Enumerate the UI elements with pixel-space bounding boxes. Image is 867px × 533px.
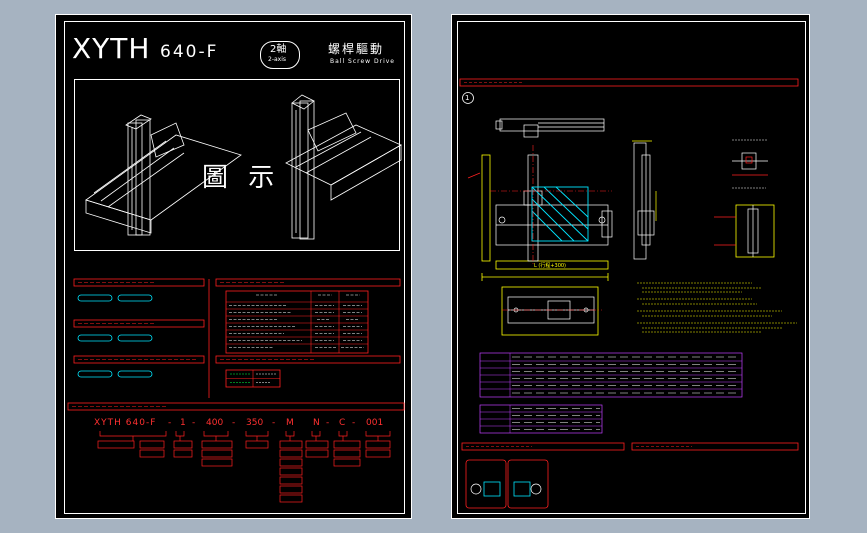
spec-table — [225, 290, 369, 354]
option-indicators — [77, 294, 153, 378]
order-code-sep-4: - — [272, 418, 276, 428]
order-code-model: XYTH 640-F — [94, 418, 157, 428]
order-code-stroke-y: 350 — [246, 418, 264, 428]
carriage-highlight — [531, 186, 589, 242]
axis-badge: 2軸 2-axis — [260, 41, 300, 69]
order-code-sep-5: - — [326, 418, 330, 428]
isometric-actuator-left — [85, 114, 242, 236]
view-number: 1 — [465, 94, 470, 102]
section-header-text-strokes — [72, 282, 316, 407]
order-code-sep-6: - — [352, 418, 356, 428]
product-title: XYTH — [72, 32, 151, 65]
front-view-outline — [481, 154, 609, 281]
section-headers — [67, 278, 405, 411]
order-code-brackets — [97, 431, 391, 503]
order-code-c: C — [339, 418, 346, 428]
notes — [637, 282, 797, 333]
order-code-sep-3: - — [232, 418, 236, 428]
isometric-actuator-right — [285, 94, 402, 240]
detail-view-top — [732, 152, 768, 170]
program-table — [225, 369, 281, 388]
drive-type-en: Ball Screw Drive — [330, 58, 395, 65]
dimension-header — [459, 78, 799, 87]
top-view — [495, 118, 605, 138]
stroke-dimension-table — [479, 352, 743, 434]
right-drawing-sheet: 1 L (行程+300) — [451, 14, 810, 519]
plan-view-outline — [501, 286, 599, 336]
order-code-stroke-x: 400 — [206, 418, 224, 428]
figure-label: 圖 示 — [202, 163, 281, 193]
right-sheet-frame — [457, 21, 806, 514]
order-code-sep-2: - — [192, 418, 196, 428]
order-code-sep-1: - — [168, 418, 172, 428]
view-number-circle — [462, 92, 474, 104]
detail-view-section — [735, 204, 775, 258]
product-model: 640-F — [160, 42, 219, 62]
order-code-motor: M — [286, 418, 294, 428]
bottom-section-headers — [461, 442, 799, 451]
drive-type-cn: 螺桿驅動 — [328, 42, 385, 56]
right-sheet-linework — [459, 78, 799, 509]
left-drawing-sheet: XYTH 640-F 2軸 2-axis 螺桿驅動 Ball Screw Dri… — [55, 14, 412, 519]
total-length-dimension: L (行程+300) — [534, 263, 567, 269]
order-code-axis: 1 — [180, 418, 186, 428]
isometric-figure-box — [74, 79, 400, 251]
accessory-boxes — [465, 459, 549, 509]
side-view — [633, 142, 655, 260]
left-sheet-linework — [67, 94, 405, 503]
front-view-centerlines — [490, 145, 612, 265]
order-code-n: N — [313, 418, 320, 428]
left-sheet-frame — [64, 21, 405, 514]
order-code-option: 001 — [366, 418, 384, 428]
